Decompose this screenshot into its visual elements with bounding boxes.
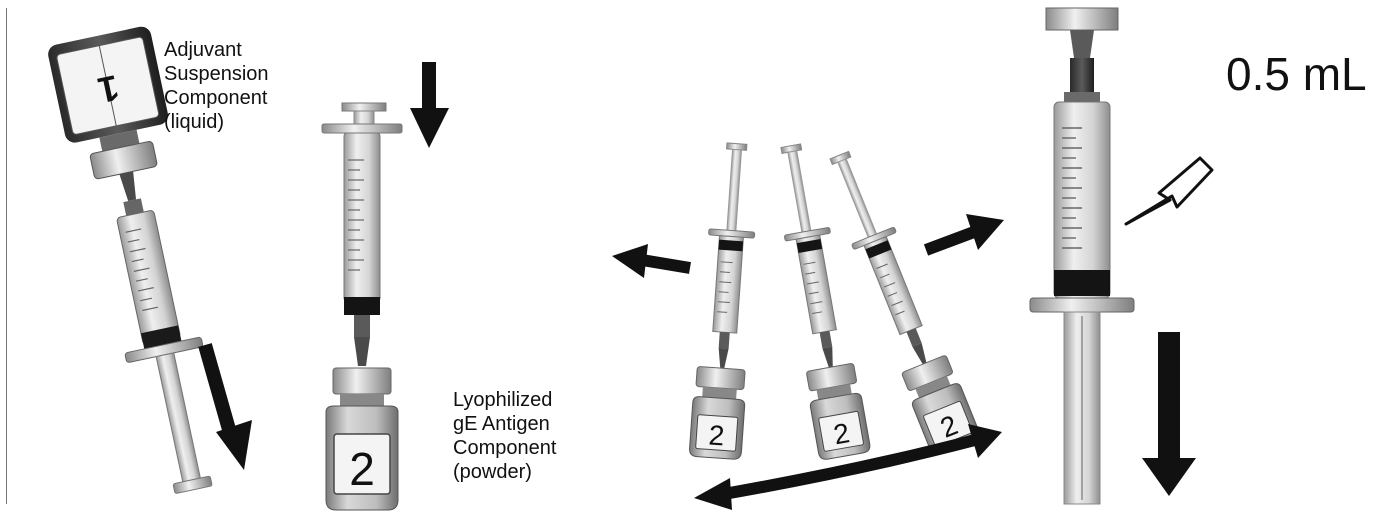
final-syringe-assembly <box>1030 8 1134 504</box>
swirl-right-arrow <box>926 214 1004 250</box>
adjuvant-component-label: Adjuvant Suspension Component (liquid) <box>164 38 269 134</box>
antigen-component-label: Lyophilized gE Antigen Component (powder… <box>453 388 556 484</box>
swirl-syringe-left: 2 <box>689 142 763 460</box>
swirl-vial-left-number: 2 <box>708 419 726 451</box>
push-plunger-arrow <box>410 62 449 148</box>
pull-plunger-arrow <box>205 345 252 470</box>
withdraw-arrow <box>1142 332 1196 496</box>
volume-indicator-arrow <box>1126 158 1212 224</box>
swirl-left-arrow <box>612 244 690 278</box>
volume-label: 0.5 mL <box>1226 48 1367 100</box>
antigen-syringe-assembly: 2 <box>322 103 402 510</box>
antigen-vial-number: 2 <box>349 443 375 495</box>
